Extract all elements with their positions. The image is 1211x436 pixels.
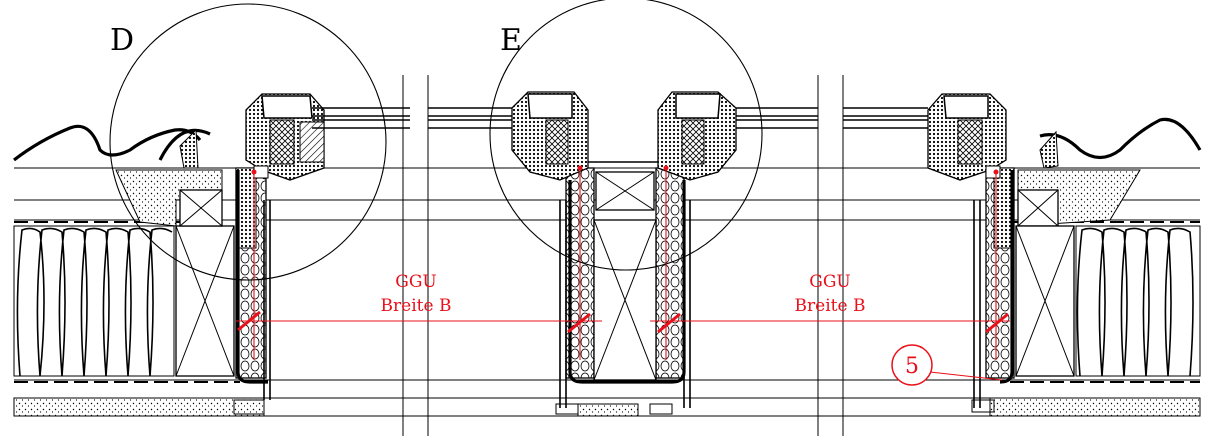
callout-leader bbox=[929, 371, 1003, 381]
left-frame bbox=[233, 93, 410, 415]
callout-number: 5 bbox=[905, 354, 919, 379]
dimension-label-right-line2: Breite B bbox=[795, 296, 866, 316]
right-red-markings bbox=[985, 169, 1009, 360]
middle-red-markings bbox=[567, 165, 681, 360]
left-insulation bbox=[13, 225, 235, 377]
right-frame bbox=[843, 93, 1015, 413]
right-insulation bbox=[1015, 225, 1201, 377]
dimension-label-left-line2: Breite B bbox=[381, 296, 452, 316]
detail-label-d: D bbox=[110, 23, 134, 58]
middle-frame bbox=[428, 91, 818, 415]
break-lines bbox=[402, 75, 844, 436]
callout-circle bbox=[891, 344, 933, 386]
detail-circle-e bbox=[489, 0, 763, 271]
detail-label-e: E bbox=[500, 23, 522, 58]
dimension-label-left-line1: GGU bbox=[395, 272, 437, 292]
left-roof-tile bbox=[13, 124, 223, 227]
detail-circle-d bbox=[109, 3, 387, 281]
right-roof-tile bbox=[1017, 117, 1202, 227]
bottom-slabs bbox=[13, 397, 1201, 417]
dimension-label-right-line1: GGU bbox=[809, 272, 851, 292]
